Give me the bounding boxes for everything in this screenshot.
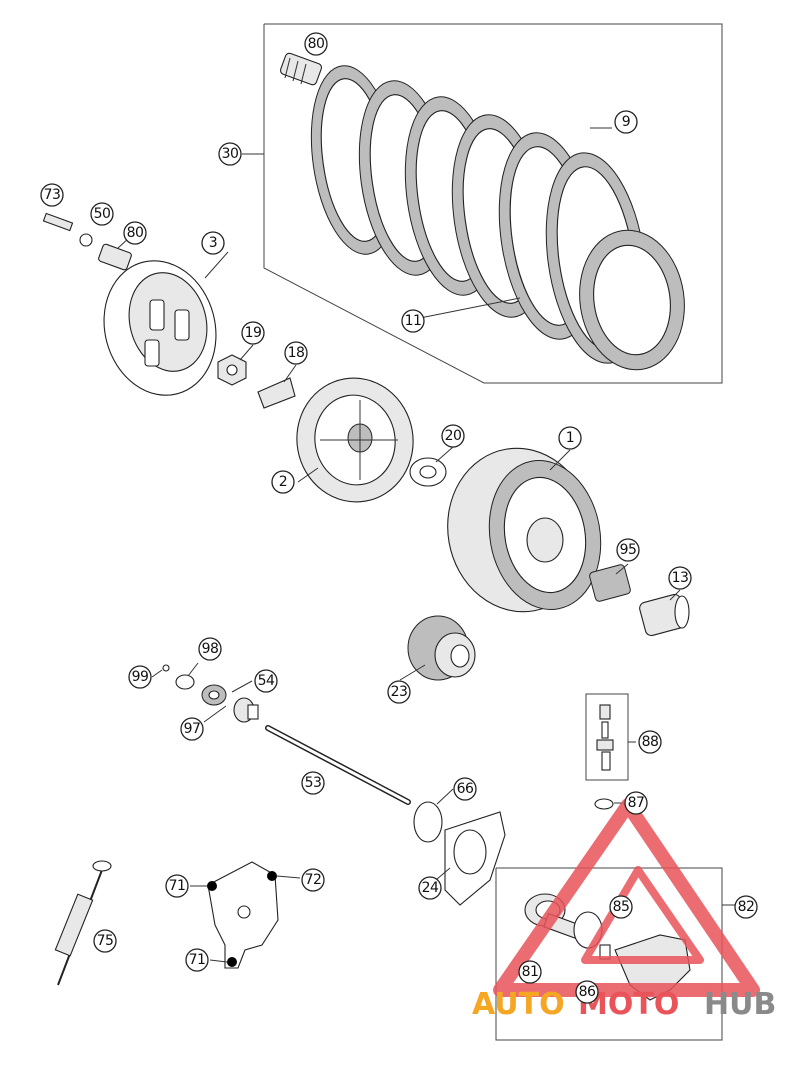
- callout-87: 87: [624, 791, 648, 815]
- clutch-pack-frame: [263, 23, 723, 384]
- svg-text:54: 54: [258, 673, 275, 689]
- callout-99: 99: [128, 665, 152, 689]
- slave-cylinder-assembly-frame: [495, 867, 736, 1041]
- callout-9: 9: [614, 110, 638, 134]
- callout-88: 88: [638, 730, 662, 754]
- svg-text:23: 23: [391, 684, 408, 700]
- callout-80-left: 80: [123, 221, 147, 245]
- callout-71-bottom: 71: [185, 948, 209, 972]
- callout-54: 54: [254, 669, 278, 693]
- syringe-tool: [54, 860, 112, 986]
- inner-clutch-hub: [296, 377, 414, 503]
- callout-53: 53: [301, 771, 325, 795]
- svg-text:18: 18: [288, 345, 305, 361]
- callout-71-top: 71: [165, 874, 189, 898]
- outer-clutch-basket: [447, 447, 602, 613]
- callout-72: 72: [301, 868, 325, 892]
- callout-80-top: 80: [304, 32, 328, 56]
- callout-3: 3: [201, 231, 225, 255]
- svg-text:98: 98: [202, 641, 219, 657]
- spring-top: [279, 52, 323, 86]
- svg-text:81: 81: [522, 964, 539, 980]
- callout-82: 82: [734, 895, 758, 919]
- callout-85: 85: [609, 895, 633, 919]
- callout-20: 20: [441, 424, 465, 448]
- svg-text:85: 85: [613, 899, 630, 915]
- callout-75: 75: [93, 929, 117, 953]
- thrust-washer: [409, 457, 447, 487]
- svg-text:13: 13: [672, 570, 689, 586]
- needle-bearing-and-bushing: [589, 564, 690, 637]
- svg-text:95: 95: [620, 542, 637, 558]
- svg-text:1: 1: [566, 430, 574, 446]
- callout-24: 24: [418, 876, 442, 900]
- callout-23: 23: [387, 680, 411, 704]
- callout-81: 81: [518, 960, 542, 984]
- callout-73: 73: [40, 183, 64, 207]
- watermark-wordmark: AUTO MOTO HUB: [472, 987, 776, 1022]
- callout-11: 11: [401, 309, 425, 333]
- callout-98: 98: [198, 637, 222, 661]
- watermark-logo: [493, 798, 760, 997]
- nut-and-washer: [217, 354, 296, 409]
- svg-text:50: 50: [94, 206, 111, 222]
- svg-text:71: 71: [169, 878, 186, 894]
- callout-labels: 80 9 30 11 73 50 80 3 19 18 20 1 2 95 13…: [40, 32, 758, 1004]
- svg-text:99: 99: [132, 669, 149, 685]
- svg-text:66: 66: [457, 781, 474, 797]
- callout-95: 95: [616, 538, 640, 562]
- svg-text:19: 19: [245, 325, 262, 341]
- svg-text:11: 11: [405, 313, 422, 329]
- clutch-plates: [310, 65, 685, 371]
- oring-and-gasket: [413, 801, 506, 906]
- slave-cylinder-cover: [207, 861, 279, 969]
- watermark-auto: AUTO: [472, 987, 565, 1022]
- callout-19: 19: [241, 321, 265, 345]
- svg-text:97: 97: [184, 721, 201, 737]
- svg-text:80: 80: [308, 36, 325, 52]
- svg-text:71: 71: [189, 952, 206, 968]
- callout-30: 30: [218, 142, 242, 166]
- callout-2: 2: [271, 470, 295, 494]
- svg-text:87: 87: [628, 795, 645, 811]
- callout-13: 13: [668, 566, 692, 590]
- svg-text:3: 3: [209, 235, 217, 251]
- bleeder-screw: [585, 693, 629, 810]
- svg-text:9: 9: [622, 114, 630, 130]
- svg-text:30: 30: [222, 146, 239, 162]
- svg-text:24: 24: [422, 880, 439, 896]
- svg-text:73: 73: [44, 187, 61, 203]
- svg-text:53: 53: [305, 775, 322, 791]
- callout-50: 50: [90, 202, 114, 226]
- svg-text:80: 80: [127, 225, 144, 241]
- pushrod-small-parts: [162, 664, 259, 723]
- svg-text:20: 20: [445, 428, 462, 444]
- callout-97: 97: [180, 717, 204, 741]
- bolt-washer-spring: [42, 212, 132, 271]
- callout-66: 66: [453, 777, 477, 801]
- svg-text:88: 88: [642, 734, 659, 750]
- callout-1: 1: [558, 426, 582, 450]
- pressure-plate: [103, 260, 217, 396]
- callout-86: 86: [575, 980, 599, 1004]
- svg-text:2: 2: [279, 474, 287, 490]
- pushrod: [265, 725, 411, 805]
- primary-gear: [407, 615, 476, 681]
- callout-18: 18: [284, 341, 308, 365]
- svg-text:75: 75: [97, 933, 114, 949]
- watermark-hub: HUB: [704, 987, 776, 1022]
- svg-text:82: 82: [738, 899, 755, 915]
- svg-text:86: 86: [579, 984, 596, 1000]
- svg-text:72: 72: [305, 872, 322, 888]
